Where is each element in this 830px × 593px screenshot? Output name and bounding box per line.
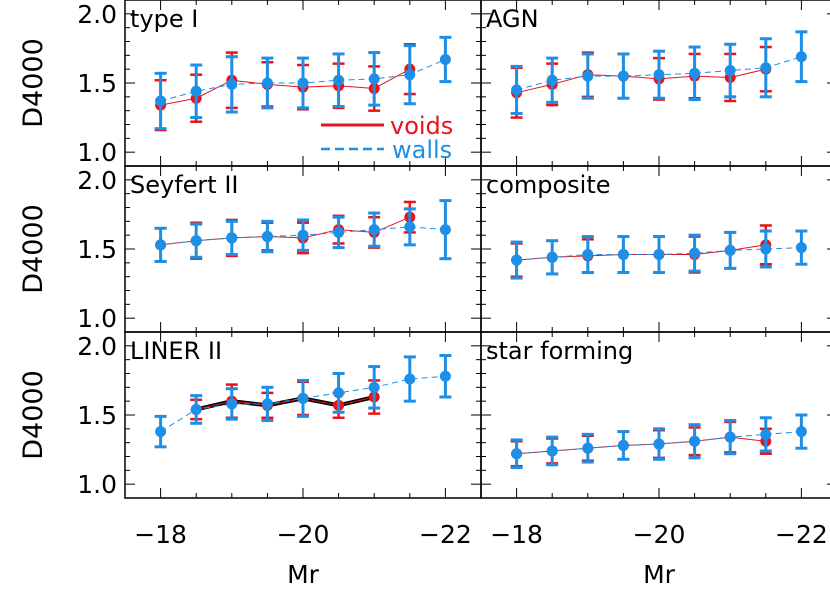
walls-point	[333, 74, 345, 86]
walls-point	[689, 67, 701, 79]
y-axis-label: D4000	[18, 204, 49, 294]
walls-point	[297, 392, 309, 404]
walls-point	[404, 69, 416, 81]
walls-point	[404, 373, 416, 385]
walls-point	[297, 77, 309, 89]
walls-point	[689, 247, 701, 259]
voids-line	[196, 396, 375, 410]
y-axis-label: D4000	[18, 38, 49, 128]
y-tick-label: 2.0	[77, 332, 117, 361]
panel-star-forming-title: star forming	[486, 337, 633, 365]
walls-point	[190, 85, 202, 97]
walls-point	[261, 77, 273, 89]
walls-point	[511, 84, 523, 96]
walls-point	[617, 70, 629, 82]
voids-line	[160, 68, 411, 106]
walls-point	[760, 62, 772, 74]
walls-point	[617, 439, 629, 451]
x-tick-label: −20	[277, 520, 330, 549]
walls-point	[439, 370, 451, 382]
y-tick-label: 1.0	[77, 138, 117, 167]
walls-point	[261, 231, 273, 243]
x-tick-label: −22	[419, 520, 472, 549]
y-tick-label: 1.5	[77, 401, 117, 430]
x-axis-label: Mr	[643, 560, 676, 589]
panel-seyfert-ii-title: Seyfert II	[130, 171, 238, 199]
y-tick-label: 1.0	[77, 304, 117, 333]
walls-line	[160, 375, 446, 433]
walls-point	[155, 426, 167, 438]
walls-point	[582, 442, 594, 454]
walls-point	[368, 73, 380, 85]
walls-point	[439, 53, 451, 65]
panel-agn-title: AGN	[486, 5, 539, 33]
walls-point	[261, 398, 273, 410]
walls-point	[653, 69, 665, 81]
walls-point	[653, 438, 665, 450]
y-tick-label: 1.5	[77, 69, 117, 98]
y-tick-label: 1.5	[77, 235, 117, 264]
panel-liner-ii-title: LINER II	[130, 337, 222, 365]
walls-point	[795, 242, 807, 254]
legend-voids-label: voids	[390, 112, 453, 140]
walls-point	[617, 249, 629, 261]
legend: voids walls	[321, 112, 453, 164]
walls-point	[297, 229, 309, 241]
walls-point	[582, 70, 594, 82]
walls-point	[653, 249, 665, 261]
walls-point	[760, 243, 772, 255]
walls-point	[226, 78, 238, 90]
walls-point	[689, 435, 701, 447]
y-axis-label: D4000	[18, 370, 49, 460]
walls-point	[546, 74, 558, 86]
walls-point	[724, 65, 736, 77]
walls-point	[333, 226, 345, 238]
walls-point	[795, 51, 807, 63]
y-tick-label: 2.0	[77, 0, 117, 29]
y-tick-label: 2.0	[77, 166, 117, 195]
panel-composite: composite	[480, 165, 830, 333]
walls-point	[724, 244, 736, 256]
walls-point	[190, 403, 202, 415]
legend-walls-label: walls	[392, 136, 452, 164]
walls-point	[724, 431, 736, 443]
panel-type-i-title: type I	[130, 5, 198, 33]
walls-point	[226, 398, 238, 410]
walls-point	[404, 221, 416, 233]
y-tick-label: 1.0	[77, 470, 117, 499]
walls-point	[368, 381, 380, 393]
panel-agn: AGN	[480, 0, 830, 167]
walls-point	[511, 254, 523, 266]
x-tick-label: −22	[775, 520, 828, 549]
walls-point	[511, 448, 523, 460]
voids-line	[516, 68, 766, 94]
walls-point	[582, 249, 594, 261]
walls-point	[546, 445, 558, 457]
x-tick-label: −18	[490, 520, 543, 549]
walls-point	[333, 387, 345, 399]
walls-point	[439, 224, 451, 236]
walls-point	[155, 95, 167, 107]
walls-point	[226, 232, 238, 244]
walls-point	[190, 235, 202, 247]
x-axis-label: Mr	[287, 560, 320, 589]
x-tick-label: −18	[134, 520, 187, 549]
x-tick-label: −20	[633, 520, 686, 549]
walls-point	[368, 224, 380, 236]
walls-point	[760, 428, 772, 440]
panel-composite-title: composite	[486, 171, 611, 199]
walls-point	[795, 426, 807, 438]
walls-point	[546, 251, 558, 263]
walls-point	[155, 239, 167, 251]
